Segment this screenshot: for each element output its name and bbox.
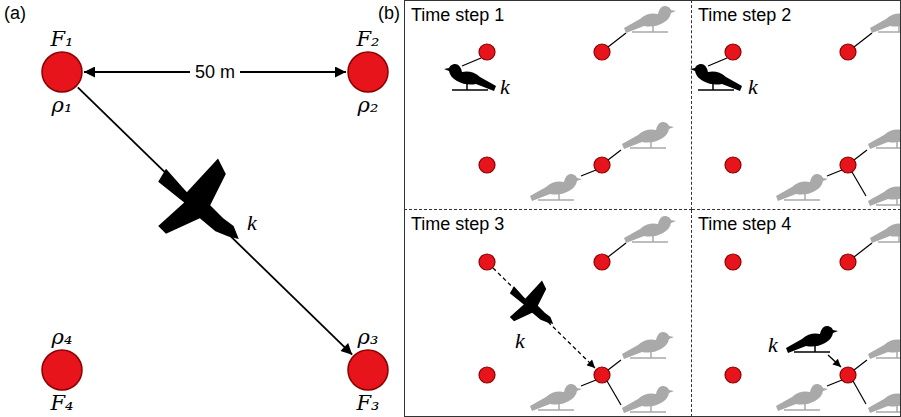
patch-circle <box>40 50 84 94</box>
flying-bird <box>158 158 239 239</box>
panel-letter-holder: (a) <box>4 2 26 24</box>
bird-label-holder: k <box>247 212 257 234</box>
panel-letter: (b) <box>378 2 400 24</box>
movement-arrow <box>828 355 841 367</box>
time-step-panel: Time step 1 <box>404 0 692 210</box>
bird-label-holder: k <box>515 330 525 352</box>
food-patches <box>479 44 856 383</box>
patch-symbol: F₁ <box>51 28 74 50</box>
patch-circle-shape <box>42 52 82 92</box>
bird-label-holder: k <box>748 76 758 98</box>
patch-circle <box>346 348 390 392</box>
food-patch-node: ρ₃ F₃ <box>346 326 390 414</box>
patch-circle <box>346 50 390 94</box>
bird-label-holder: k <box>500 76 510 98</box>
patch-symbol: ρ₃ <box>358 326 379 348</box>
bird-label-holder: k <box>768 334 778 356</box>
patch-symbol: ρ₂ <box>358 94 379 116</box>
patch-circle-shape <box>42 350 82 390</box>
bird-label: k <box>748 76 758 98</box>
bird-label: k <box>515 330 525 352</box>
panel-letter-holder: (b) <box>378 2 400 24</box>
panel-letter: (a) <box>4 2 26 24</box>
patch-symbol: ρ₁ <box>52 94 73 116</box>
panel-title: Time step 2 <box>698 4 894 26</box>
focal-bird <box>444 64 838 353</box>
edge-label-holder: 50 m <box>190 61 240 83</box>
panel-title: Time step 1 <box>411 4 685 26</box>
edge-label: 50 m <box>190 61 240 83</box>
time-step-panel: Time step 3 <box>404 210 692 417</box>
patch-symbol: ρ₄ <box>52 326 73 348</box>
bird-label: k <box>247 212 257 234</box>
patch-circle <box>40 348 84 392</box>
food-patch-node: ρ₄ F₄ <box>40 326 84 414</box>
patch-circle-shape <box>348 350 388 390</box>
patch-circle-shape <box>348 52 388 92</box>
food-patch-node: F₁ ρ₁ <box>40 28 84 116</box>
movement-arrow <box>493 268 595 368</box>
patch-symbol: F₂ <box>357 28 380 50</box>
connector <box>78 87 352 354</box>
bird-label: k <box>500 76 510 98</box>
panel-title: Time step 4 <box>698 213 894 235</box>
patch-symbol: F₄ <box>51 392 74 414</box>
food-patch-node: F₂ ρ₂ <box>346 28 390 116</box>
bird-label: k <box>768 334 778 356</box>
leader-lines <box>462 33 872 405</box>
patch-symbol: F₃ <box>357 392 380 414</box>
panel-title: Time step 3 <box>411 213 685 235</box>
time-step-panel: Time step 4 <box>692 210 901 417</box>
time-step-panel: Time step 2 <box>692 0 901 210</box>
